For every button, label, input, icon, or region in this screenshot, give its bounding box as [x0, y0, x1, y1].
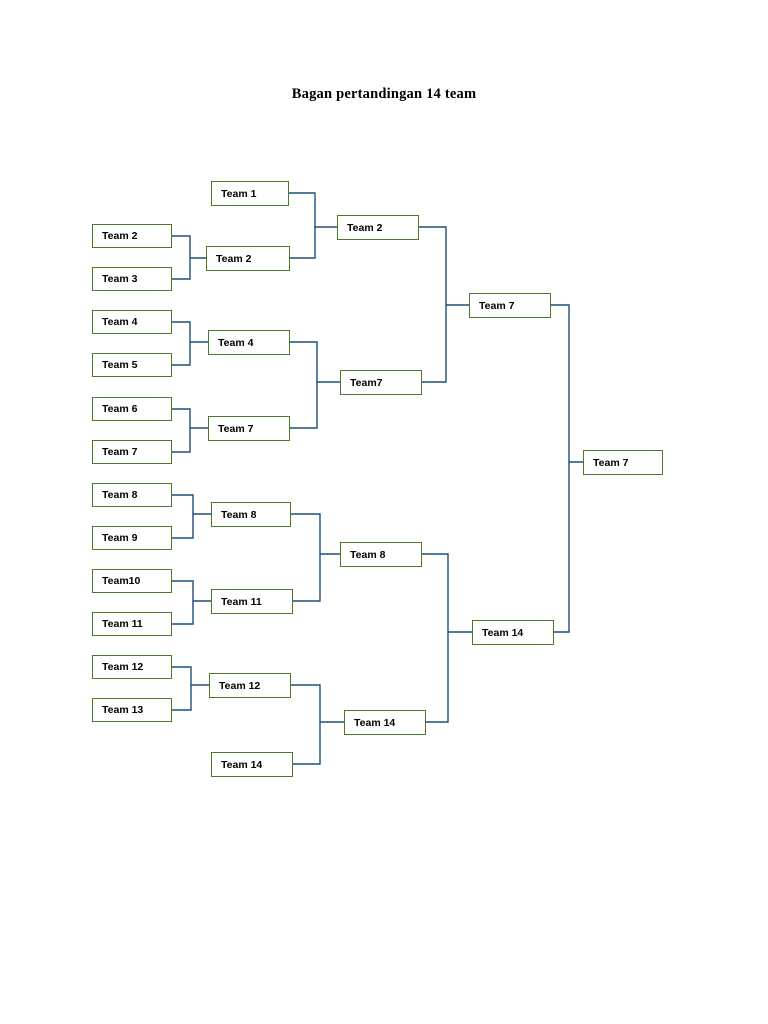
bracket-node[interactable]: Team 7: [92, 440, 172, 464]
bracket-node[interactable]: Team 14: [472, 620, 554, 645]
bracket-node[interactable]: Team 4: [92, 310, 172, 334]
bracket-node[interactable]: Team 14: [211, 752, 293, 777]
bracket-node[interactable]: Team 11: [211, 589, 293, 614]
bracket-node[interactable]: Team 8: [92, 483, 172, 507]
bracket-node[interactable]: Team 8: [340, 542, 422, 567]
bracket-node[interactable]: Team 13: [92, 698, 172, 722]
bracket-node[interactable]: Team 7: [469, 293, 551, 318]
bracket-node[interactable]: Team 6: [92, 397, 172, 421]
bracket-node[interactable]: Team 9: [92, 526, 172, 550]
bracket-node[interactable]: Team 1: [211, 181, 289, 206]
bracket-node[interactable]: Team 12: [209, 673, 291, 698]
bracket-node[interactable]: Team 3: [92, 267, 172, 291]
bracket-node[interactable]: Team 12: [92, 655, 172, 679]
bracket-node[interactable]: Team10: [92, 569, 172, 593]
page-title: Bagan pertandingan 14 team: [291, 86, 477, 102]
bracket-node[interactable]: Team 7: [208, 416, 290, 441]
bracket-node[interactable]: Team 14: [344, 710, 426, 735]
bracket-node[interactable]: Team 2: [206, 246, 290, 271]
bracket-node[interactable]: Team 2: [92, 224, 172, 248]
bracket-node[interactable]: Team 5: [92, 353, 172, 377]
bracket-node[interactable]: Team 11: [92, 612, 172, 636]
bracket-node-champion[interactable]: Team 7: [583, 450, 663, 475]
bracket-node[interactable]: Team 8: [211, 502, 291, 527]
bracket-node[interactable]: Team 2: [337, 215, 419, 240]
bracket-node[interactable]: Team7: [340, 370, 422, 395]
bracket-node[interactable]: Team 4: [208, 330, 290, 355]
